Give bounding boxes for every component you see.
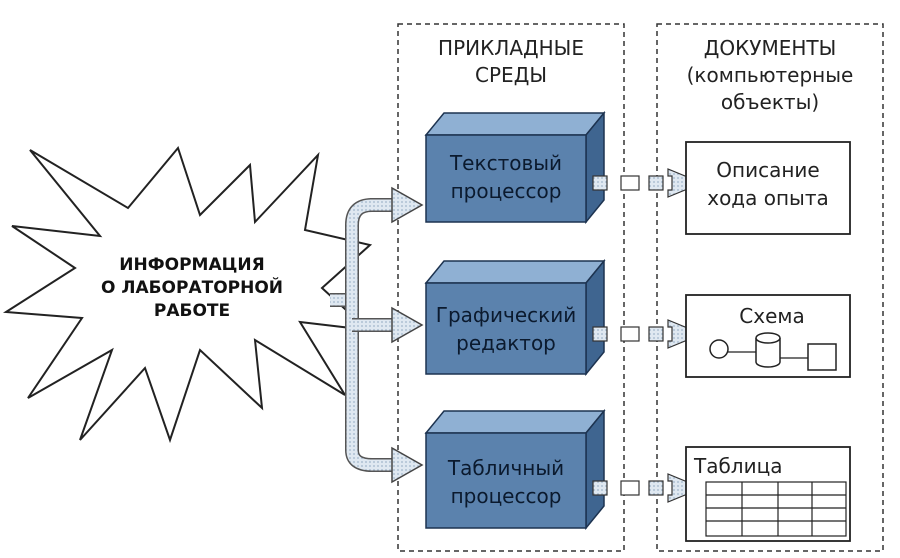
document-box-scheme: Схема — [685, 294, 851, 378]
documents-header-line-2: (компьютерные — [687, 63, 854, 87]
branch-arrowhead-middle — [391, 306, 424, 344]
environment-box-graphics-editor: Графический редактор — [424, 258, 606, 377]
source-text-line-3: РАБОТЕ — [154, 301, 230, 321]
environments-header-line-1: ПРИКЛАДНЫЕ — [438, 36, 584, 60]
connector-segment — [620, 326, 640, 342]
environment-label-line-1: Текстовый — [449, 151, 562, 175]
environment-label-line-2: редактор — [456, 331, 556, 355]
environment-label-line-1: Графический — [436, 303, 576, 327]
document-box-experiment-description: Описание хода опыта — [685, 141, 851, 235]
environment-label-line-1: Табличный — [447, 456, 564, 480]
document-label-line-1: Описание — [716, 158, 819, 182]
documents-column-frame — [656, 23, 884, 552]
scheme-square-icon — [807, 343, 837, 371]
environment-box-text-processor: Текстовый процессор — [424, 110, 606, 225]
environment-label-line-2: процессор — [451, 179, 562, 203]
box-top-face — [424, 410, 606, 434]
connector-segment — [620, 175, 640, 191]
connector-segment — [592, 480, 608, 496]
connector-arrow-1 — [592, 168, 704, 198]
connector-segment — [592, 175, 608, 191]
branch-arrows — [330, 186, 424, 484]
environment-box-spreadsheet: Табличный процессор — [424, 408, 606, 531]
scheme-cylinder-icon — [755, 338, 781, 368]
connector-arrow-2 — [592, 319, 704, 349]
environments-header-line-2: СРЕДЫ — [475, 63, 547, 87]
documents-header-line-3: объекты) — [721, 90, 819, 114]
document-frame — [685, 141, 851, 235]
document-label: Схема — [739, 304, 804, 328]
connector-segment — [592, 326, 608, 342]
document-label: Таблица — [693, 454, 782, 478]
environments-column-frame — [397, 23, 625, 552]
box-side-face — [585, 408, 605, 531]
box-front-face — [425, 282, 587, 375]
connector-segment — [648, 175, 664, 191]
branch-arrow-spine-inner — [346, 199, 373, 471]
box-front-face — [425, 134, 587, 223]
source-text-line-1: ИНФОРМАЦИЯ — [119, 255, 264, 275]
document-box-table: Таблица — [685, 446, 851, 542]
box-front-face — [425, 432, 587, 529]
documents-header-line-1: ДОКУМЕНТЫ — [704, 36, 837, 60]
source-burst-shape — [2, 145, 373, 444]
box-top-face — [424, 112, 606, 136]
scheme-circle-icon — [709, 339, 729, 359]
connector-segment — [648, 326, 664, 342]
connector-segment — [648, 480, 664, 496]
document-frame — [685, 446, 851, 542]
scheme-cylinder-top — [755, 332, 781, 344]
connector-segment — [620, 480, 640, 496]
table-grid-icon — [705, 481, 847, 537]
connector-arrow-3 — [592, 473, 704, 503]
branch-arrowhead-bottom — [391, 446, 424, 484]
document-label-line-2: хода опыта — [707, 186, 829, 210]
branch-arrowhead-top — [391, 186, 424, 224]
box-top-face — [424, 260, 606, 284]
environment-label-line-2: процессор — [451, 484, 562, 508]
source-text-line-2: О ЛАБОРАТОРНОЙ — [101, 276, 283, 298]
